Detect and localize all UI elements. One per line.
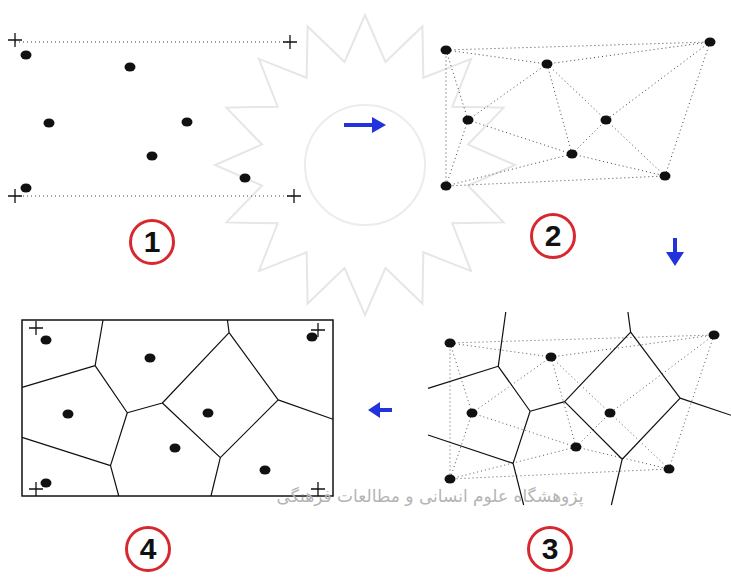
site-point — [63, 410, 74, 419]
watermark-text: پژوهشگاه علوم انسانی و مطالعات فرهنگی — [277, 486, 584, 506]
step-number: 3 — [542, 534, 559, 564]
step-number-circle: 2 — [530, 213, 576, 259]
input-points-panel — [8, 33, 301, 203]
step-number-circle: 4 — [125, 526, 171, 572]
site-point — [546, 353, 557, 362]
site-point — [125, 63, 136, 72]
site-point — [441, 182, 452, 191]
site-point — [601, 116, 612, 125]
site-point — [709, 331, 720, 340]
watermark-ring — [305, 105, 425, 225]
corner-cross — [8, 189, 22, 203]
corner-cross — [287, 189, 301, 203]
site-point — [260, 466, 271, 475]
site-point — [467, 409, 478, 418]
site-point — [571, 443, 582, 452]
voronoi-edges — [22, 320, 333, 496]
site-point — [463, 116, 474, 125]
voronoi-unbounded-panel — [428, 312, 731, 505]
site-point — [21, 51, 32, 60]
site-point — [41, 479, 52, 488]
site-point — [182, 118, 193, 127]
site-point — [441, 46, 452, 55]
site-point — [41, 336, 52, 345]
site-point — [664, 465, 675, 474]
site-point — [542, 60, 553, 69]
site-point — [147, 152, 158, 161]
site-point — [567, 150, 578, 159]
flow-arrow — [344, 117, 386, 133]
site-point — [705, 38, 716, 47]
corner-cross — [8, 33, 22, 47]
bounding-rectangle — [22, 320, 333, 496]
site-point — [660, 172, 671, 181]
flow-arrow — [666, 238, 684, 266]
voronoi-bounded-panel — [22, 320, 333, 496]
step-number: 1 — [144, 227, 161, 257]
dotted-line — [15, 42, 290, 43]
site-point — [145, 354, 156, 363]
site-point — [445, 339, 456, 348]
triangulation-edges — [450, 335, 714, 479]
triangulation-edges — [446, 42, 710, 186]
site-point — [44, 119, 55, 128]
site-point — [240, 174, 251, 183]
triangulation-panel — [441, 38, 716, 191]
watermark-rosette — [215, 15, 515, 315]
site-point — [203, 409, 214, 418]
site-point — [445, 475, 456, 484]
step-number-circle: 3 — [527, 526, 573, 572]
corner-cross — [283, 35, 297, 49]
site-point — [605, 409, 616, 418]
flow-arrows — [344, 117, 684, 418]
site-point — [21, 184, 32, 193]
site-point — [307, 333, 318, 342]
corner-cross — [29, 321, 43, 335]
site-point — [170, 444, 181, 453]
step-number: 4 — [140, 534, 157, 564]
step-number-circle: 1 — [129, 219, 175, 265]
flow-arrow — [368, 402, 392, 418]
step-number: 2 — [545, 221, 562, 251]
dotted-line — [15, 196, 294, 197]
watermark-star — [215, 15, 515, 315]
voronoi-edges — [428, 312, 731, 505]
